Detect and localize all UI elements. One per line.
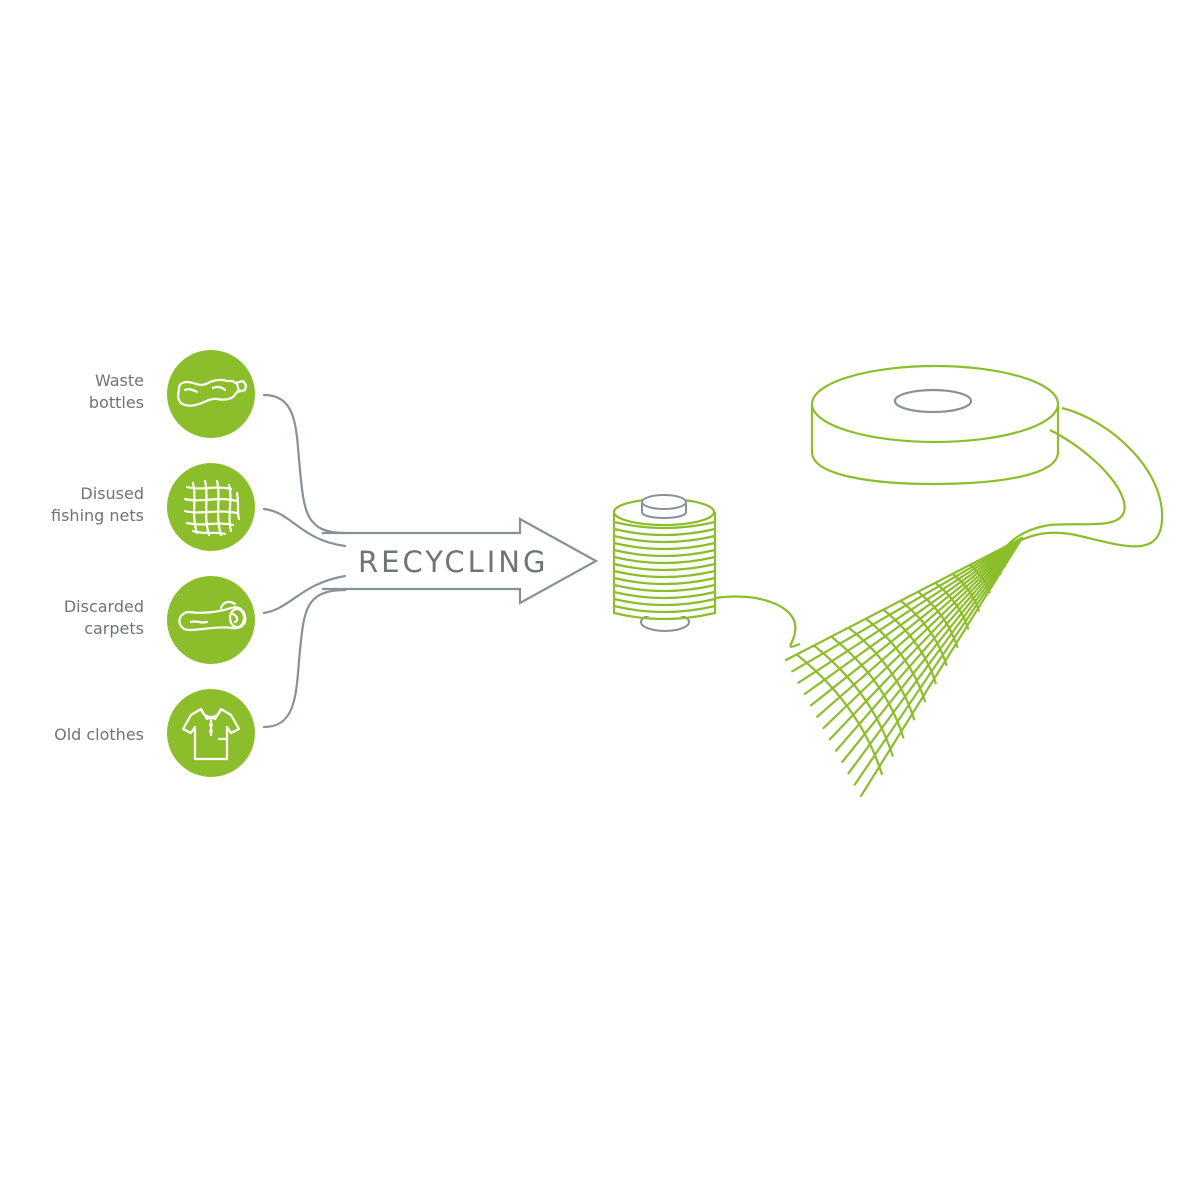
weft-thread xyxy=(986,554,1002,576)
weft-thread xyxy=(865,617,927,703)
spool-wrap xyxy=(613,576,716,586)
label-line: fishing nets xyxy=(51,506,144,525)
recycling-arrow xyxy=(322,517,599,605)
label-line: Waste xyxy=(94,371,144,390)
spool-wrap xyxy=(613,534,716,544)
weft-thread xyxy=(882,608,937,685)
spool-wrap xyxy=(613,590,716,600)
weft-thread xyxy=(917,590,959,648)
spool-wrap xyxy=(613,569,716,579)
weft-thread xyxy=(813,644,894,757)
badge-old-clothes xyxy=(167,689,255,777)
shirt-icon xyxy=(181,707,241,761)
label-line: Discarded xyxy=(63,597,144,616)
connector-carpets xyxy=(262,574,347,615)
spool-wrap xyxy=(613,597,716,607)
warp-thread xyxy=(816,536,1024,718)
label-waste-bottles: Waste bottles xyxy=(89,370,144,414)
spool-wrap xyxy=(613,562,716,572)
weft-thread xyxy=(899,599,948,667)
warp-thread xyxy=(803,536,1024,696)
yarn-thread xyxy=(714,595,801,648)
spool-wrap xyxy=(613,541,716,551)
recycling-label: RECYCLING xyxy=(358,545,548,579)
warp-thread xyxy=(784,536,1024,662)
warp-thread xyxy=(822,536,1024,730)
warp-thread xyxy=(834,536,1024,752)
connector-clothes xyxy=(262,588,347,729)
label-line: Old clothes xyxy=(54,725,144,744)
warp-thread xyxy=(853,536,1024,786)
spool-wrap xyxy=(613,527,716,537)
weft-thread xyxy=(796,653,883,775)
connector-bottles xyxy=(262,393,347,535)
spool-wrap xyxy=(613,583,716,593)
warp-thread xyxy=(828,536,1024,741)
warp-thread xyxy=(847,536,1024,775)
connector-nets xyxy=(262,507,347,548)
badge-waste-bottles xyxy=(167,350,255,438)
spool-wrap xyxy=(613,611,716,621)
yarn-spool xyxy=(612,494,717,632)
weft-thread xyxy=(969,563,991,594)
fishing-net-icon xyxy=(183,479,241,537)
label-disused-fishing-nets: Disused fishing nets xyxy=(51,483,144,527)
badge-fishing-nets xyxy=(167,463,255,551)
weft-thread xyxy=(830,635,905,739)
warp-thread xyxy=(791,536,1024,673)
bottle-icon xyxy=(177,378,248,407)
label-line: carpets xyxy=(84,619,144,638)
weft-thread xyxy=(848,626,916,721)
label-line: Disused xyxy=(80,484,144,503)
fabric-roll xyxy=(810,364,1164,549)
weft-thread xyxy=(1003,545,1013,558)
label-old-clothes: Old clothes xyxy=(54,724,144,746)
weft-thread xyxy=(934,581,970,630)
carpet-roll-icon xyxy=(178,600,247,632)
spool-wrap xyxy=(613,520,716,530)
label-line: bottles xyxy=(88,393,144,412)
warp-thread xyxy=(859,536,1024,798)
spool-wrap xyxy=(613,548,716,558)
spool-wrap xyxy=(613,555,716,565)
woven-fabric xyxy=(784,536,1024,798)
label-discarded-carpets: Discarded carpets xyxy=(64,596,144,640)
badge-discarded-carpets xyxy=(167,576,255,664)
spool-wrap xyxy=(613,604,716,614)
warp-thread xyxy=(809,536,1024,707)
warp-thread xyxy=(841,536,1024,764)
weft-thread xyxy=(951,572,980,612)
